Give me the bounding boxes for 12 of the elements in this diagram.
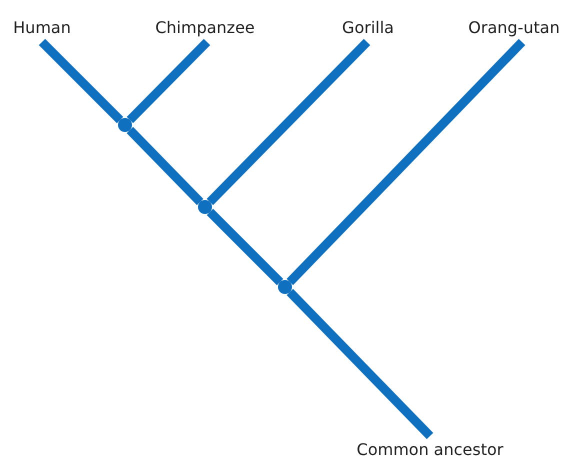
tree-branch	[286, 288, 434, 440]
taxon-label: Human	[4, 12, 80, 42]
tree-branch	[38, 38, 124, 124]
tree-branch	[206, 208, 284, 286]
taxon-label: Orang-utan	[466, 12, 562, 42]
taxon-label: Chimpanzee	[148, 12, 262, 42]
taxon-label: Common ancestor	[342, 436, 518, 462]
tree-branch	[126, 126, 204, 206]
tree-branch	[286, 38, 526, 286]
taxon-label: Gorilla	[334, 12, 402, 42]
tree-branch	[126, 38, 210, 124]
tree-branch	[206, 38, 370, 206]
